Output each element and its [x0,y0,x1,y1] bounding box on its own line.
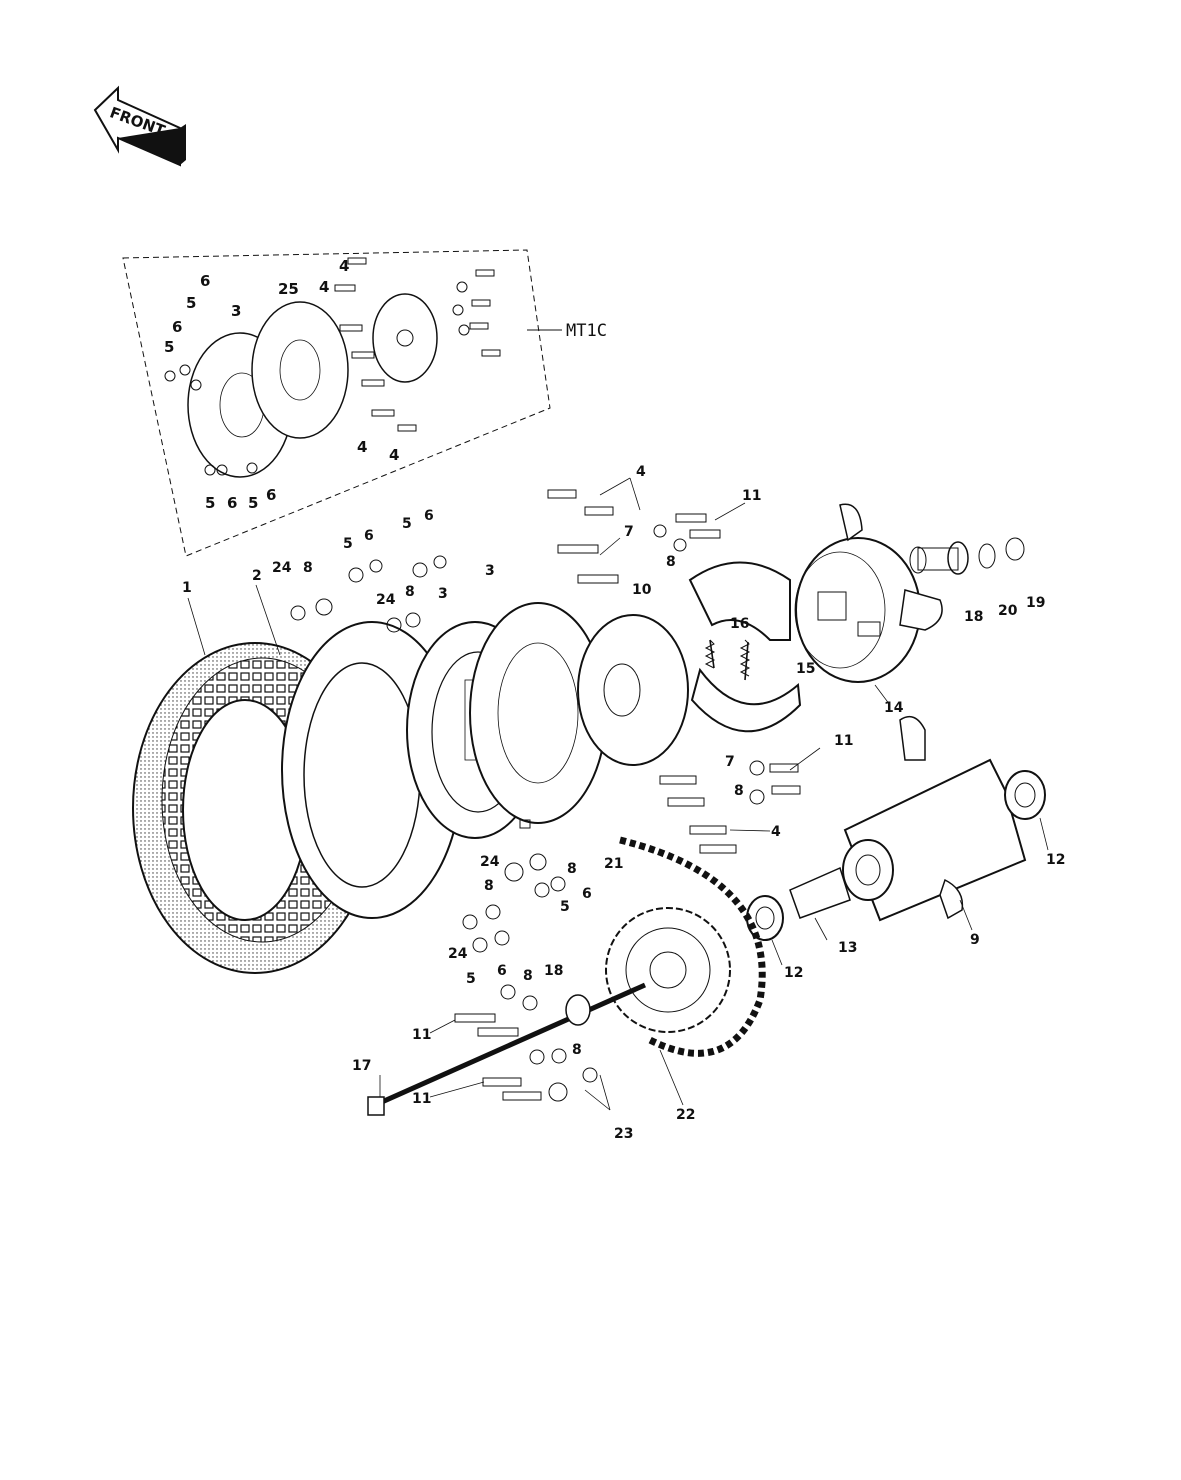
callout-5c: 5 [560,899,570,915]
callout-17: 17 [352,1058,371,1074]
callout-11d: 11 [412,1091,431,1107]
callout-12b: 12 [784,965,803,981]
inset-callout-5a: 5 [186,294,196,312]
mt1c-inset: MT1C 4 4 25 6 5 6 5 3 4 4 5 6 [122,249,607,557]
callout-24b: 24 [376,592,396,608]
callout-2: 2 [252,568,262,584]
bearings [746,770,1046,941]
callout-23: 23 [614,1126,633,1142]
callout-7b: 7 [725,754,735,770]
callout-24a: 24 [272,560,292,576]
inset-callout-5d: 5 [248,494,258,512]
inset-rim-inner [251,301,349,439]
brake-panel [794,503,943,683]
spacer-tube [789,866,851,919]
callout-16: 16 [730,616,749,632]
callout-5a: 5 [343,536,353,552]
callout-6d: 6 [497,963,507,979]
inset-callout-25: 25 [278,280,299,298]
callout-5b: 5 [402,516,412,532]
inset-callout-4b: 4 [319,278,329,296]
wheel-hub [842,715,1027,922]
callout-labels: 1 2 24 8 5 6 5 6 24 8 3 3 4 7 8 11 10 16… [182,464,1065,1142]
axle [367,982,647,1116]
front-arrow-badge: FRONT [93,85,186,167]
callout-11c: 11 [412,1027,431,1043]
brake-drum [577,614,689,766]
drive-chain [619,836,766,1057]
callout-24d: 24 [448,946,468,962]
inset-label: MT1C [566,321,607,341]
callout-1: 1 [182,580,192,596]
inset-drum-plate [372,293,438,383]
callout-3a: 3 [438,586,448,602]
callout-9: 9 [970,932,980,948]
callout-15: 15 [796,661,815,677]
inset-callout-4a: 4 [339,257,349,275]
hardware-nuts-washers [290,524,765,1102]
callout-24c: 24 [480,854,500,870]
callout-8b: 8 [405,584,415,600]
inset-callout-4d: 4 [389,446,399,464]
callout-leaders [187,477,1049,1111]
callout-11a: 11 [742,488,761,504]
callout-8a: 8 [303,560,313,576]
callout-18: 18 [964,609,983,625]
callout-12a: 12 [1046,852,1065,868]
callout-8g: 8 [523,968,533,984]
callout-8d: 8 [734,783,744,799]
callout-19: 19 [1026,595,1045,611]
callout-11b: 11 [834,733,853,749]
brake-springs [704,639,751,677]
sprocket [605,907,731,1033]
axle-collar-washer-nut [909,537,1025,575]
callout-14: 14 [884,700,904,716]
inset-callout-6b: 6 [172,318,182,336]
callout-6a: 6 [364,528,374,544]
brake-shoes [688,561,802,733]
callout-6c: 6 [582,886,592,902]
callout-10: 10 [632,582,652,598]
inset-callout-6c: 6 [227,494,237,512]
callout-7a: 7 [624,524,634,540]
inset-callout-6a: 6 [200,272,210,290]
inset-bolts [334,257,501,432]
callout-5d: 5 [466,971,476,987]
callout-4b: 4 [771,824,781,840]
callout-8h: 8 [572,1042,582,1058]
callout-6b: 6 [424,508,434,524]
callout-8f: 8 [484,878,494,894]
callout-20: 20 [998,603,1018,619]
callout-22: 22 [676,1107,695,1123]
callout-4a: 4 [636,464,646,480]
callout-18b: 18 [544,963,563,979]
callout-8c: 8 [666,554,676,570]
inset-callout-4c: 4 [357,438,367,456]
inset-drum-hole [396,329,414,347]
inset-callout-5c: 5 [205,494,215,512]
inset-rim-inner-hub [279,339,321,401]
inset-callout-6d: 6 [266,486,276,504]
hardware-bolts [454,489,801,1101]
callout-13: 13 [838,940,857,956]
inset-nuts [164,281,470,476]
callout-8e: 8 [567,861,577,877]
inset-callout-5b: 5 [164,338,174,356]
inset-callout-3: 3 [231,302,241,320]
callout-21: 21 [604,856,623,872]
callout-3b: 3 [485,563,495,579]
inset-border [122,249,551,557]
